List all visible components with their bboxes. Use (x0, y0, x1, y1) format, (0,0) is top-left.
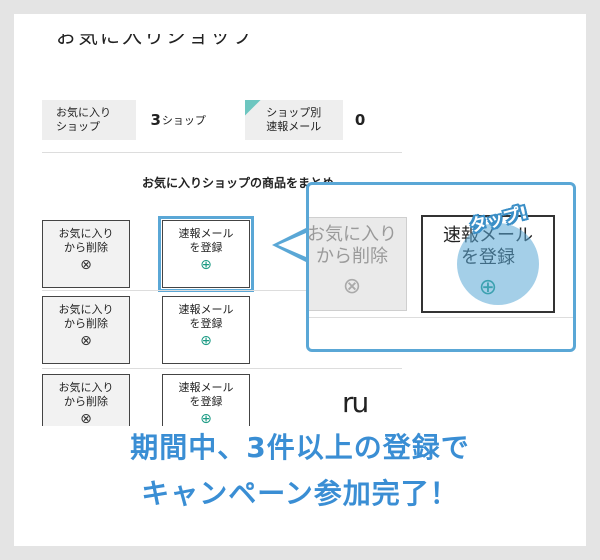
divider (42, 152, 402, 153)
remove-favorite-label: お気に入り から削除 (58, 227, 114, 254)
register-mail-button[interactable]: 速報メール を登録 ⊕ (158, 216, 254, 292)
remove-favorite-button[interactable]: お気に入り から削除 ⊗ (42, 220, 130, 288)
x-circle-icon: ⊗ (80, 333, 92, 349)
plus-circle-icon: ⊕ (200, 257, 212, 273)
favorites-label: お気に入り ショップ (42, 100, 137, 140)
x-circle-icon: ⊗ (80, 411, 92, 426)
register-mail-label: 速報メール を登録 (178, 227, 234, 254)
mail-count: 0 (354, 111, 366, 129)
favorites-count-value: 3 (150, 111, 161, 129)
favorites-label-text: お気に入り ショップ (56, 106, 111, 133)
page-title: お気に入りショップ (56, 34, 254, 48)
register-mail-label: 速報メール を登録 (178, 381, 234, 408)
plus-circle-icon: ⊕ (200, 411, 212, 426)
register-mail-label: 速報メール を登録 (178, 303, 234, 330)
shop-logo: ru (342, 386, 369, 419)
tap-indicator (457, 223, 539, 305)
remove-favorite-button[interactable]: お気に入り から削除 ⊗ (42, 296, 130, 364)
zoom-callout: お気に入り から削除 ⊗ 速報メール を登録 ⊕ タップ! (306, 182, 576, 352)
section-heading: お気に入りショップの商品をまとめ (142, 176, 335, 190)
mail-label: ショップ別 速報メール (244, 100, 343, 140)
register-mail-button[interactable]: 速報メール を登録 ⊕ (162, 296, 250, 364)
zoomed-remove-button: お気に入り から削除 ⊗ (307, 217, 407, 311)
callout-pointer-inner (278, 233, 306, 257)
mail-tag-icon (245, 100, 267, 122)
row-divider (42, 368, 402, 369)
zoomed-remove-label: お気に入り から削除 (307, 224, 397, 267)
remove-favorite-label: お気に入り から削除 (58, 303, 114, 330)
mail-label-text: ショップ別 速報メール (266, 106, 322, 133)
register-mail-button[interactable]: 速報メール を登録 ⊕ (162, 374, 250, 426)
x-circle-icon: ⊗ (80, 257, 92, 273)
callout-divider (309, 317, 573, 318)
headline-line-1: 期間中、3件以上の登録で (130, 431, 470, 464)
x-circle-icon: ⊗ (342, 274, 362, 299)
row-divider (42, 290, 402, 291)
plus-circle-icon: ⊕ (200, 333, 212, 349)
remove-favorite-button[interactable]: お気に入り から削除 ⊗ (42, 374, 130, 426)
headline-line-2: キャンペーン参加完了！ (141, 477, 459, 510)
remove-favorite-label: お気に入り から削除 (58, 381, 114, 408)
favorites-count-unit: ショップ (161, 114, 206, 127)
